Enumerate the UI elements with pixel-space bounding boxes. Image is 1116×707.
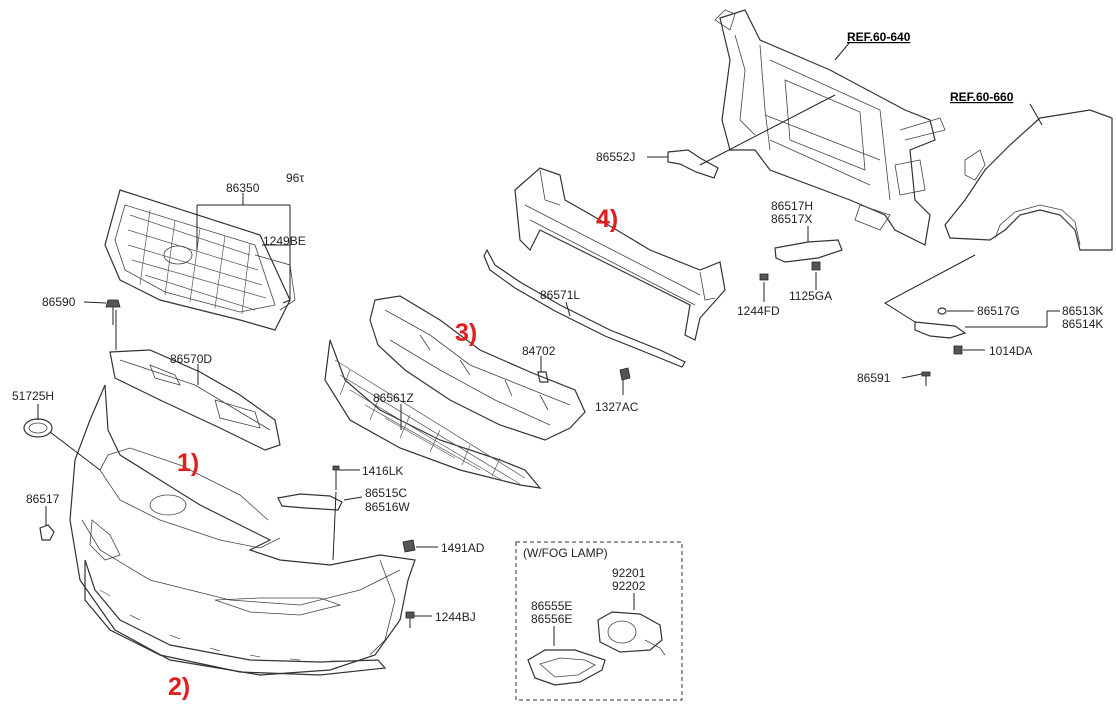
fog-lamp-box-title: (W/FOG LAMP)	[523, 546, 608, 560]
clip-84702	[537, 371, 549, 383]
callout-3: 3)	[455, 319, 477, 347]
leader-lines	[37, 41, 1060, 617]
label-1249BE: 1249BE	[263, 234, 306, 248]
nut-1327AC	[619, 367, 631, 381]
label-1244FD: 1244FD	[737, 304, 780, 318]
screw-1244FD	[759, 273, 769, 281]
energy-absorber-foam	[369, 295, 586, 441]
label-86571L: 86571L	[540, 288, 580, 302]
label-1491AD: 1491AD	[441, 541, 485, 555]
clip-86517G	[937, 307, 947, 315]
bracket-86517H	[774, 239, 843, 263]
label-86517: 86517	[26, 492, 60, 506]
label-84702: 84702	[522, 344, 556, 358]
ref-60-660[interactable]: REF.60-660	[950, 90, 1014, 104]
label-86514K: 86514K	[1062, 317, 1103, 331]
label-86516W: 86516W	[365, 500, 410, 514]
nut-1125GA	[811, 261, 821, 271]
label-86513K: 86513K	[1062, 304, 1103, 318]
label-92202: 92202	[612, 579, 646, 593]
bumper-upper-cover	[109, 349, 281, 451]
label-86515C: 86515C	[365, 486, 407, 500]
screw-1244BJ	[405, 611, 415, 628]
label-92201: 92201	[612, 566, 646, 580]
lower-grille	[324, 339, 542, 489]
screw-1416LK	[332, 465, 340, 490]
bracket-86513K	[914, 321, 967, 339]
part-number-labels: REF.60-640 REF.60-660 86350 96τ 1249BE 8…	[12, 30, 1103, 624]
label-86552J: 86552J	[596, 150, 635, 164]
label-86591: 86591	[857, 371, 891, 385]
callout-1: 1)	[177, 449, 199, 477]
clip-86517	[39, 524, 55, 541]
fastener-86590	[105, 299, 121, 325]
fog-lamp-dashed-box	[515, 541, 683, 701]
label-1014DA: 1014DA	[989, 344, 1032, 358]
callout-2: 2)	[168, 673, 190, 701]
nut-1491AD	[402, 539, 416, 553]
label-86556E: 86556E	[531, 612, 572, 626]
label-1327AC: 1327AC	[595, 400, 639, 414]
bracket-86552J	[667, 149, 719, 179]
label-1125GA: 1125GA	[789, 289, 832, 303]
bumper-reinforcement-beam	[514, 167, 726, 341]
front-emblem	[23, 418, 53, 438]
label-86350: 86350	[226, 181, 260, 195]
front-bumper-lower-lip	[84, 559, 387, 676]
side-bracket	[277, 493, 343, 511]
label-1416LK: 1416LK	[362, 464, 403, 478]
callout-4: 4)	[596, 205, 618, 233]
radiator-grille	[104, 189, 296, 331]
label-96-partial: 96τ	[286, 171, 304, 185]
front-fender	[944, 103, 1113, 251]
label-51725H: 51725H	[12, 389, 54, 403]
radiator-support-carrier	[714, 9, 946, 246]
label-86517G: 86517G	[977, 304, 1020, 318]
label-86517H: 86517H	[771, 199, 813, 213]
label-86590: 86590	[42, 295, 76, 309]
ref-60-640[interactable]: REF.60-640	[847, 30, 911, 44]
label-1244BJ: 1244BJ	[435, 610, 476, 624]
label-86555E: 86555E	[531, 599, 572, 613]
label-86517X: 86517X	[771, 212, 812, 226]
label-86561Z: 86561Z	[373, 391, 414, 405]
screw-1014DA	[953, 345, 963, 355]
bumper-lower-rail	[483, 248, 686, 368]
fog-lamp-group: (W/FOG LAMP) 92201 92202 86555E 86556E	[515, 541, 683, 701]
red-callouts: 1) 2) 3) 4)	[168, 205, 618, 701]
front-bumper-cover	[69, 384, 416, 676]
screw-86591	[921, 371, 931, 386]
fog-lamp	[597, 611, 663, 653]
label-86570D: 86570D	[170, 352, 212, 366]
fog-lamp-bezel	[527, 649, 606, 686]
